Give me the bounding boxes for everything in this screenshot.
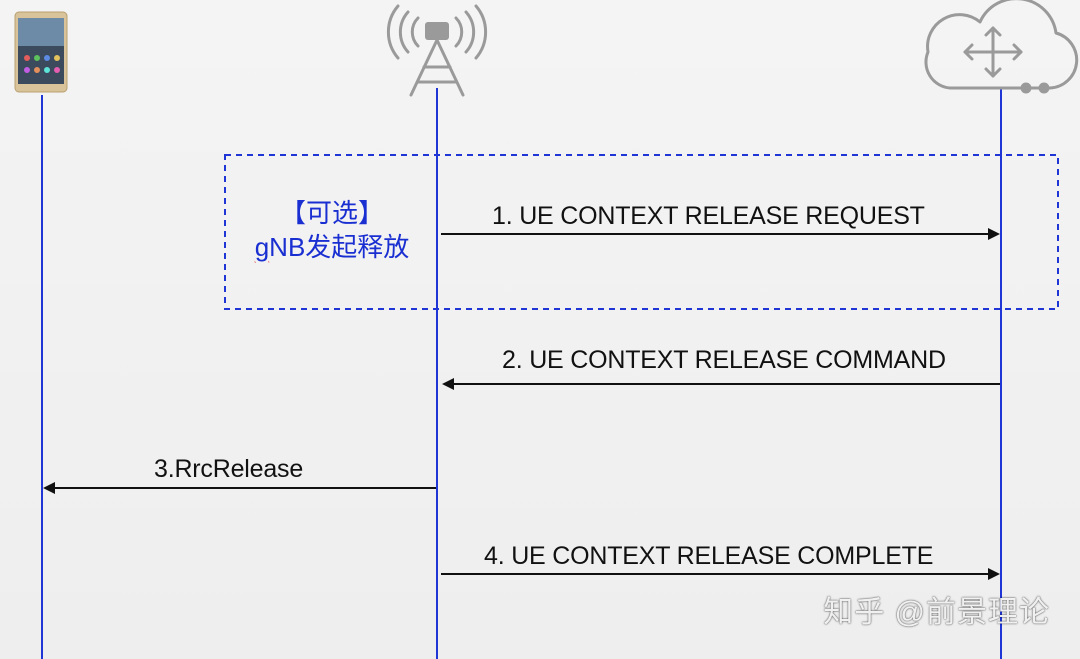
optional-tag-rest: NB发起释放 bbox=[269, 232, 410, 262]
optional-box bbox=[224, 154, 1059, 310]
antenna-tower-icon bbox=[386, 4, 488, 97]
message-label-1: 1. UE CONTEXT RELEASE REQUEST bbox=[492, 202, 925, 230]
phone-icon bbox=[14, 11, 68, 93]
watermark: 知乎 @前景理论 bbox=[823, 596, 1050, 629]
message-label-2: 2. UE CONTEXT RELEASE COMMAND bbox=[502, 346, 946, 374]
optional-tag: 【可选】 gNB发起释放 bbox=[232, 196, 432, 264]
optional-tag-line1: 【可选】 bbox=[279, 198, 384, 228]
message-label-3: 3.RrcRelease bbox=[154, 455, 304, 483]
optional-tag-line2: gNB发起释放 bbox=[232, 230, 432, 264]
cloud-router-icon bbox=[924, 0, 1079, 94]
optional-tag-squiggle: g bbox=[254, 232, 270, 262]
message-label-4: 4. UE CONTEXT RELEASE COMPLETE bbox=[484, 542, 934, 570]
